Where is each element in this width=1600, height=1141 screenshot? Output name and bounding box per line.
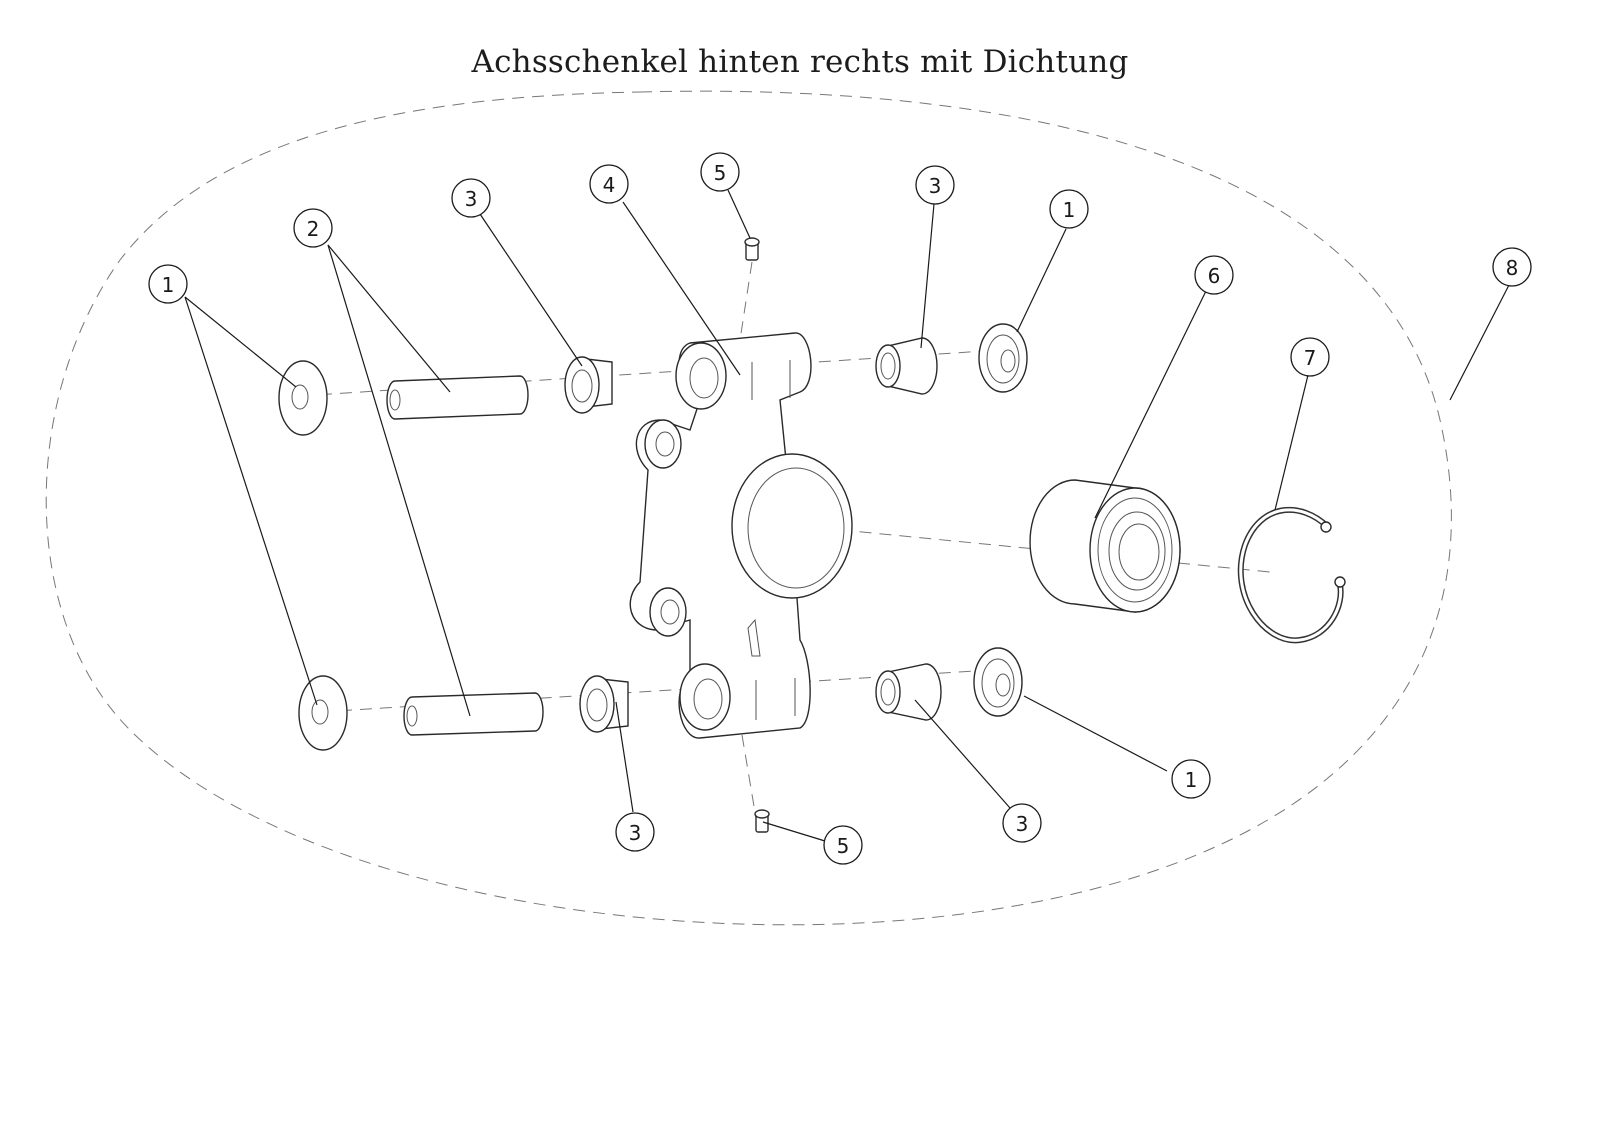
svg-text:3: 3 — [1016, 812, 1029, 836]
svg-text:6: 6 — [1208, 264, 1221, 288]
leader-lines — [184, 189, 1510, 842]
bushing-lower-left — [579, 675, 629, 733]
grease-nipple-bottom — [754, 809, 770, 833]
callout-5-bottom: 5 — [823, 825, 863, 865]
kit-boundary — [45, 90, 1452, 926]
svg-text:7: 7 — [1304, 346, 1317, 370]
svg-text:5: 5 — [837, 834, 850, 858]
svg-text:3: 3 — [629, 821, 642, 845]
svg-text:3: 3 — [929, 174, 942, 198]
callout-5-top: 5 — [700, 152, 740, 192]
svg-text:1: 1 — [1185, 768, 1198, 792]
grease-nipple-top — [744, 237, 760, 261]
callout-3-upper-right: 3 — [915, 165, 955, 205]
svg-text:8: 8 — [1506, 256, 1519, 280]
callout-1-upper-right: 1 — [1049, 189, 1089, 229]
diagram-title: Achsschenkel hinten rechts mit Dichtung — [471, 44, 1129, 80]
washer-upper-left — [278, 360, 328, 436]
callout-3-lower-right: 3 — [1002, 803, 1042, 843]
callout-2: 2 — [293, 208, 333, 248]
washer-lower-left — [298, 675, 348, 751]
callout-4: 4 — [589, 164, 629, 204]
svg-text:5: 5 — [714, 161, 727, 185]
circlip — [1237, 506, 1346, 644]
svg-text:1: 1 — [162, 273, 175, 297]
seal-lower-right — [973, 647, 1023, 717]
bushing-lower-right — [875, 663, 942, 721]
knuckle-housing — [629, 332, 853, 739]
svg-text:2: 2 — [307, 217, 320, 241]
callout-3-lower-left: 3 — [615, 812, 655, 852]
wheel-bearing — [1029, 479, 1181, 613]
callout-1-lower-right: 1 — [1171, 759, 1211, 799]
callout-1-left: 1 — [148, 264, 188, 304]
callout-7: 7 — [1290, 337, 1330, 377]
pin-upper — [386, 375, 529, 420]
seal-upper-right — [978, 323, 1028, 393]
svg-text:3: 3 — [465, 187, 478, 211]
callout-8: 8 — [1492, 247, 1532, 287]
pin-lower — [403, 692, 544, 736]
svg-text:1: 1 — [1063, 198, 1076, 222]
svg-text:4: 4 — [603, 173, 616, 197]
bushing-upper-right — [875, 337, 938, 395]
callout-6: 6 — [1194, 255, 1234, 295]
bushing-upper-left — [564, 356, 613, 414]
callout-3-upper-left: 3 — [451, 178, 491, 218]
